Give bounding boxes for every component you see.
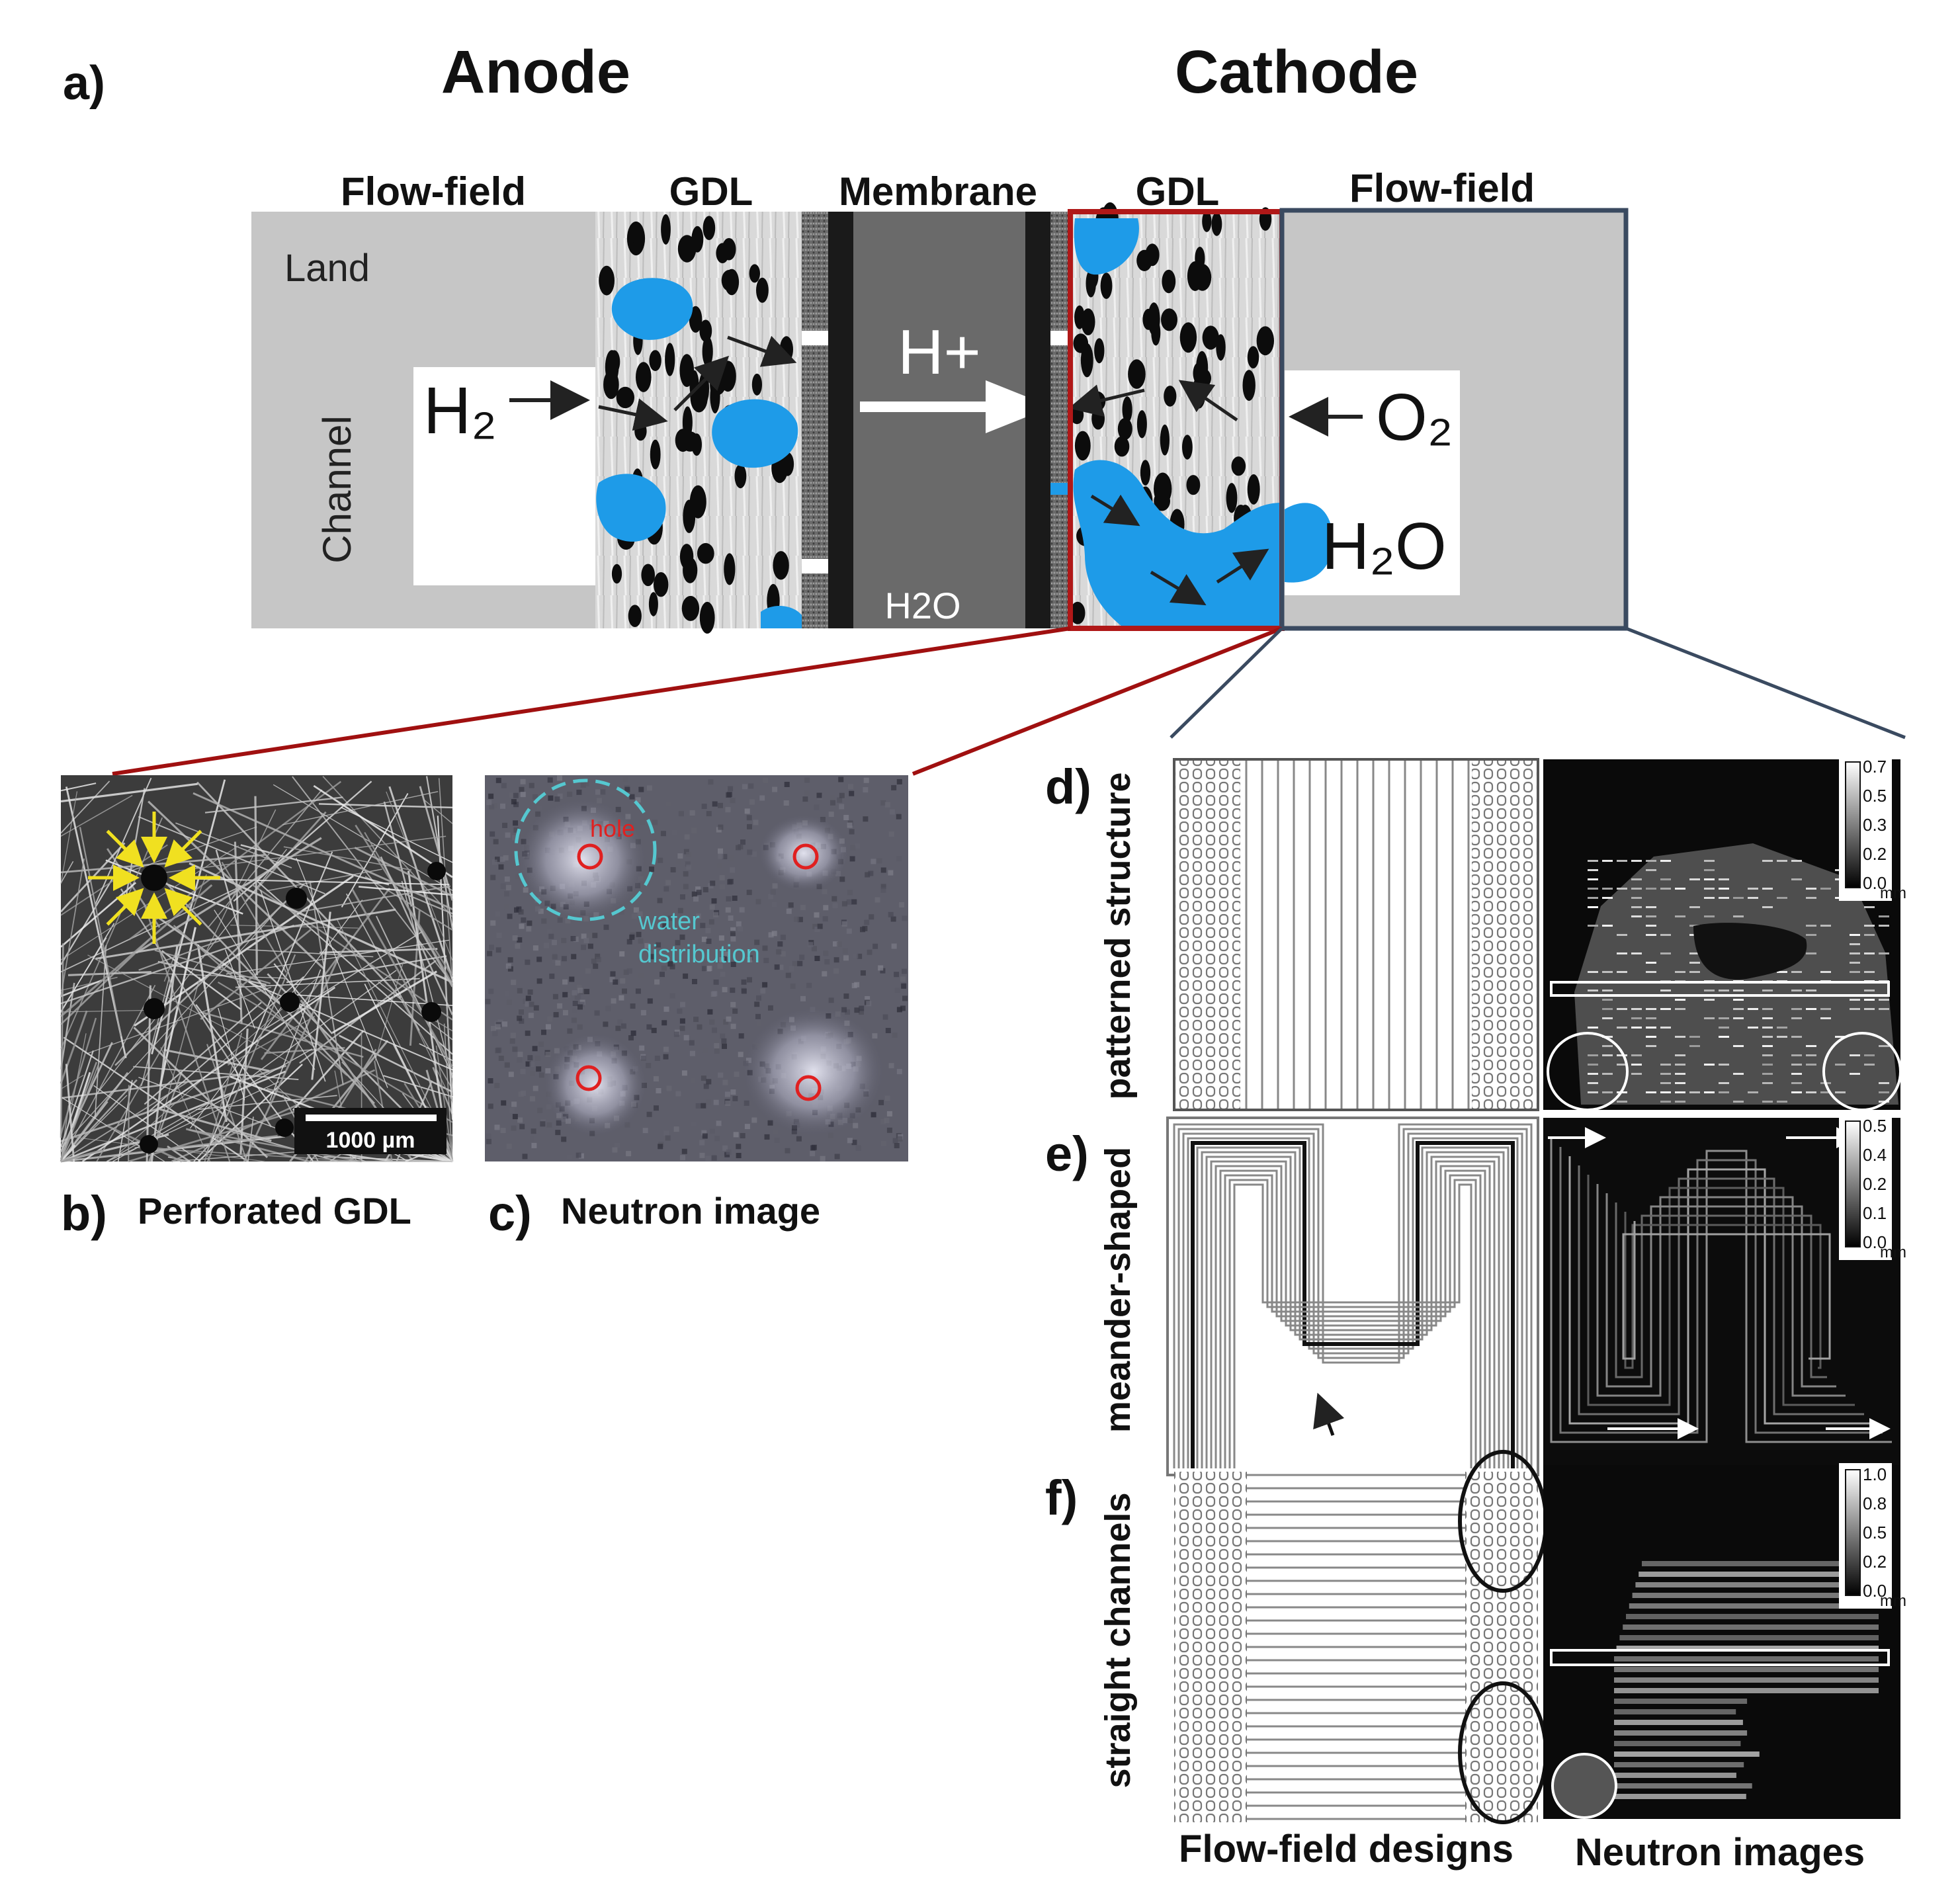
channel-label: Channel: [315, 415, 359, 564]
anode-title: Anode: [441, 38, 630, 106]
neutron-image-perforated: hole water distribution c) Neutron image: [485, 775, 908, 1241]
colorbar-unit: mm: [1880, 884, 1906, 902]
colorbar-tick: 1.0: [1863, 1464, 1887, 1484]
hole-label: hole: [590, 815, 635, 842]
colorbar-tick: 0.3: [1863, 815, 1887, 835]
panel-b-label: b): [61, 1186, 107, 1241]
colorbar-tick: 0.2: [1863, 1174, 1887, 1194]
zoom-connectors: [112, 628, 1905, 774]
patterned-structure-row: d) patterned structure 0.70.50.30.20.0mm: [1045, 755, 1906, 1110]
colorbar-tick: 0.1: [1863, 1203, 1887, 1223]
panel-e-label: e): [1045, 1126, 1089, 1181]
colorbar-tick: 0.5: [1863, 1523, 1887, 1542]
scale-bar-label: 1000 µm: [326, 1128, 415, 1153]
colorbar-tick: 0.8: [1863, 1494, 1887, 1513]
panel-a-label: a): [63, 57, 105, 110]
hplus-label: H+: [898, 317, 980, 388]
perforated-gdl-micrograph: 1000 µm b) Perforated GDL: [61, 775, 452, 1241]
flow-field-right-label: Flow-field: [1349, 166, 1535, 210]
o2-label: O₂: [1376, 380, 1453, 454]
water-label-2: distribution: [638, 941, 760, 968]
colorbar-unit: mm: [1880, 1244, 1906, 1261]
cathode-microporous-layer: [1050, 212, 1070, 628]
fuel-cell-cross-section: a) Anode Cathode Flow-field GDL Membrane…: [63, 38, 1626, 634]
colorbar-tick: 0.4: [1863, 1145, 1887, 1165]
straight-channels-row: f) straight channels 1.00.80.50.20.0mm: [1045, 1452, 1906, 1822]
h2-label: H₂: [423, 374, 497, 448]
flow-field-left-label: Flow-field: [341, 169, 526, 214]
colorbar-tick: 0.2: [1863, 844, 1887, 864]
colorbar-tick: 0.5: [1863, 786, 1887, 806]
land-label: Land: [284, 247, 370, 290]
panel-c-label: c): [488, 1186, 532, 1241]
water-label-1: water: [638, 907, 700, 935]
panel-d-title: patterned structure: [1098, 772, 1138, 1099]
neutron-images-label: Neutron images: [1575, 1831, 1865, 1874]
panel-f-label: f): [1045, 1470, 1078, 1525]
panel-d-label: d): [1045, 759, 1091, 814]
panel-b-caption: Perforated GDL: [138, 1190, 411, 1232]
gdl-left-label: GDL: [669, 169, 753, 214]
colorbar-tick: 0.2: [1863, 1552, 1887, 1572]
panel-f-title: straight channels: [1098, 1492, 1138, 1788]
colorbar-tick: 0.7: [1863, 757, 1887, 777]
gdl-right-label: GDL: [1136, 169, 1220, 214]
flow-field-designs-label: Flow-field designs: [1179, 1828, 1513, 1871]
membrane-water-label: H2O: [884, 585, 960, 626]
anode-catalyst-layer: [828, 212, 853, 628]
colorbar-unit: mm: [1880, 1592, 1906, 1610]
panel-c-caption: Neutron image: [561, 1190, 820, 1232]
colorbar-tick: 0.5: [1863, 1116, 1887, 1136]
h2o-label: H₂O: [1322, 509, 1447, 583]
scale-bar: [306, 1115, 437, 1121]
cathode-title: Cathode: [1175, 38, 1418, 106]
membrane-label: Membrane: [839, 169, 1037, 214]
panel-e-title: meander-shaped: [1098, 1147, 1138, 1433]
meander-shaped-row: e) meander-shaped 0.50.40.20.10.0mm: [1045, 1115, 1906, 1475]
cathode-catalyst-layer: [1025, 212, 1050, 628]
